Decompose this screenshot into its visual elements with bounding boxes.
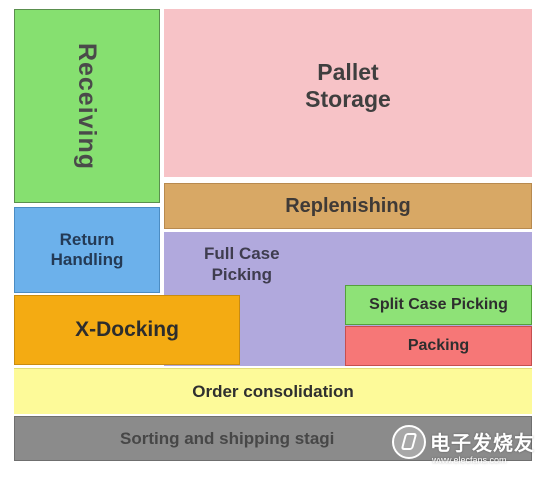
zone-replenishing: Replenishing	[164, 183, 532, 229]
watermark-url: www.elecfans.com	[432, 455, 507, 465]
zone-x-docking: X-Docking	[14, 295, 240, 365]
zone-x-docking-label: X-Docking	[75, 318, 179, 341]
zone-order-consolidation-label: Order consolidation	[192, 381, 354, 401]
watermark-title: 电子发烧友	[430, 433, 535, 455]
watermark: 电子发烧友 www.elecfans.com	[392, 425, 535, 475]
zone-sorting-shipping-label: Sorting and shipping stagi	[120, 428, 335, 448]
zone-receiving: Receiving	[14, 9, 160, 203]
zone-sorting-shipping: Sorting and shipping stagi	[14, 416, 532, 461]
zone-split-case-picking: Split Case Picking	[345, 285, 532, 325]
zone-pallet-storage: Pallet Storage	[164, 9, 532, 177]
zone-full-case-picking-label: Full Case Picking	[204, 244, 280, 284]
zone-receiving-label: Receiving	[73, 42, 102, 170]
zone-return-handling: Return Handling	[14, 207, 160, 293]
zone-replenishing-label: Replenishing	[285, 194, 411, 217]
zone-pallet-storage-label: Pallet Storage	[305, 58, 391, 112]
zone-packing: Packing	[345, 326, 532, 366]
zone-split-case-picking-label: Split Case Picking	[369, 296, 508, 313]
zone-order-consolidation: Order consolidation	[14, 368, 532, 414]
zone-packing-label: Packing	[407, 337, 470, 354]
zone-return-handling-label: Return Handling	[50, 229, 124, 269]
elecfans-logo-icon	[392, 425, 426, 459]
